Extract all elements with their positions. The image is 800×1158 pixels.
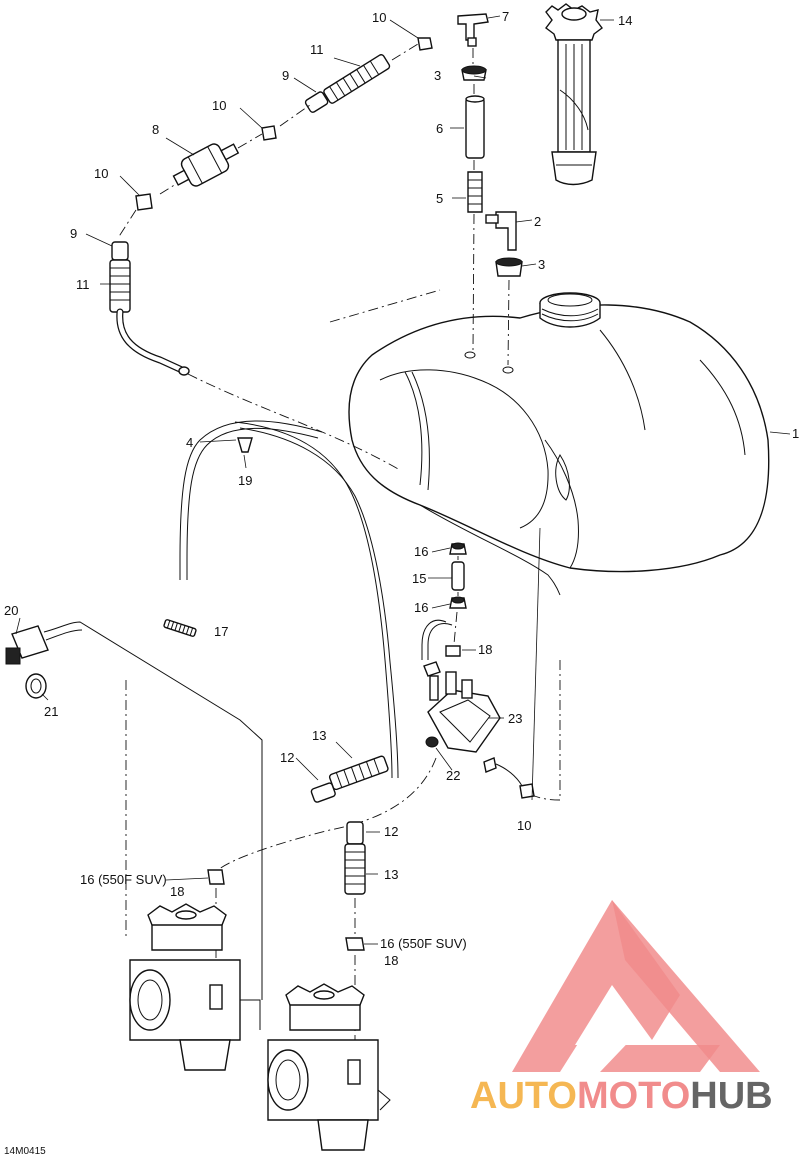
callout-18-pump: 18 (478, 642, 492, 657)
callout-8: 8 (152, 122, 159, 137)
watermark-logo: AUTOMOTOHUB (470, 900, 773, 1117)
callout-23: 23 (508, 711, 522, 726)
leader-lines (15, 15, 791, 945)
callout-20: 20 (4, 603, 18, 618)
callout-9-lower: 9 (70, 226, 77, 241)
callout-10-pump: 10 (517, 818, 531, 833)
primer-line (421, 542, 467, 660)
callout-21: 21 (44, 704, 58, 719)
diagram-code: 14M0415 (4, 1146, 46, 1157)
callout-6: 6 (436, 121, 443, 136)
callout-9-upper: 9 (282, 68, 289, 83)
vent-assembly (457, 13, 523, 366)
callout-13-right: 13 (384, 867, 398, 882)
callout-10-left: 10 (94, 166, 108, 181)
callout-11-lower: 11 (76, 277, 90, 292)
callout-14: 14 (618, 13, 632, 28)
callout-10-middle: 10 (212, 98, 226, 113)
carburetor-left (129, 903, 261, 1071)
fuel-gauge (545, 3, 603, 186)
callout-1: 1 (792, 426, 799, 441)
fuel-tank (348, 292, 770, 596)
callout-10-top: 10 (372, 10, 386, 25)
vent-hose (163, 420, 399, 779)
watermark-brand-auto: AUTO (470, 1075, 577, 1117)
callout-18-left: 18 (170, 884, 184, 899)
callout-16-middle: 16 (414, 600, 428, 615)
callout-4: 4 (186, 435, 193, 450)
callout-19: 19 (238, 473, 252, 488)
callout-16-left-suv: 16 (550F SUV) (80, 872, 167, 887)
callout-18-right: 18 (384, 953, 398, 968)
watermark-brand-moto: MOTO (577, 1075, 690, 1117)
carburetor-right (267, 983, 391, 1151)
callout-labels: 1 2 3 3 4 5 6 7 8 9 9 10 10 10 10 11 11 … (4, 9, 799, 968)
watermark-triangle-icon (512, 900, 720, 1072)
svg-text:AUTOMOTOHUB: AUTOMOTOHUB (470, 1075, 773, 1117)
callout-12-right: 12 (384, 824, 398, 839)
callout-15: 15 (412, 571, 426, 586)
primer-bulb (5, 621, 263, 1000)
callout-2: 2 (534, 214, 541, 229)
watermark-brand-hub: HUB (690, 1075, 772, 1117)
callout-7: 7 (502, 9, 509, 24)
callout-13-left: 13 (312, 728, 326, 743)
callout-3-upper: 3 (434, 68, 441, 83)
callout-22: 22 (446, 768, 460, 783)
upper-fuel-line (109, 37, 441, 471)
callout-17: 17 (214, 624, 228, 639)
callout-16-right-suv: 16 (550F SUV) (380, 936, 467, 951)
callout-3-lower: 3 (538, 257, 545, 272)
callout-16-top: 16 (414, 544, 428, 559)
callout-5: 5 (436, 191, 443, 206)
callout-11-upper: 11 (310, 42, 324, 57)
callout-12-left: 12 (280, 750, 294, 765)
